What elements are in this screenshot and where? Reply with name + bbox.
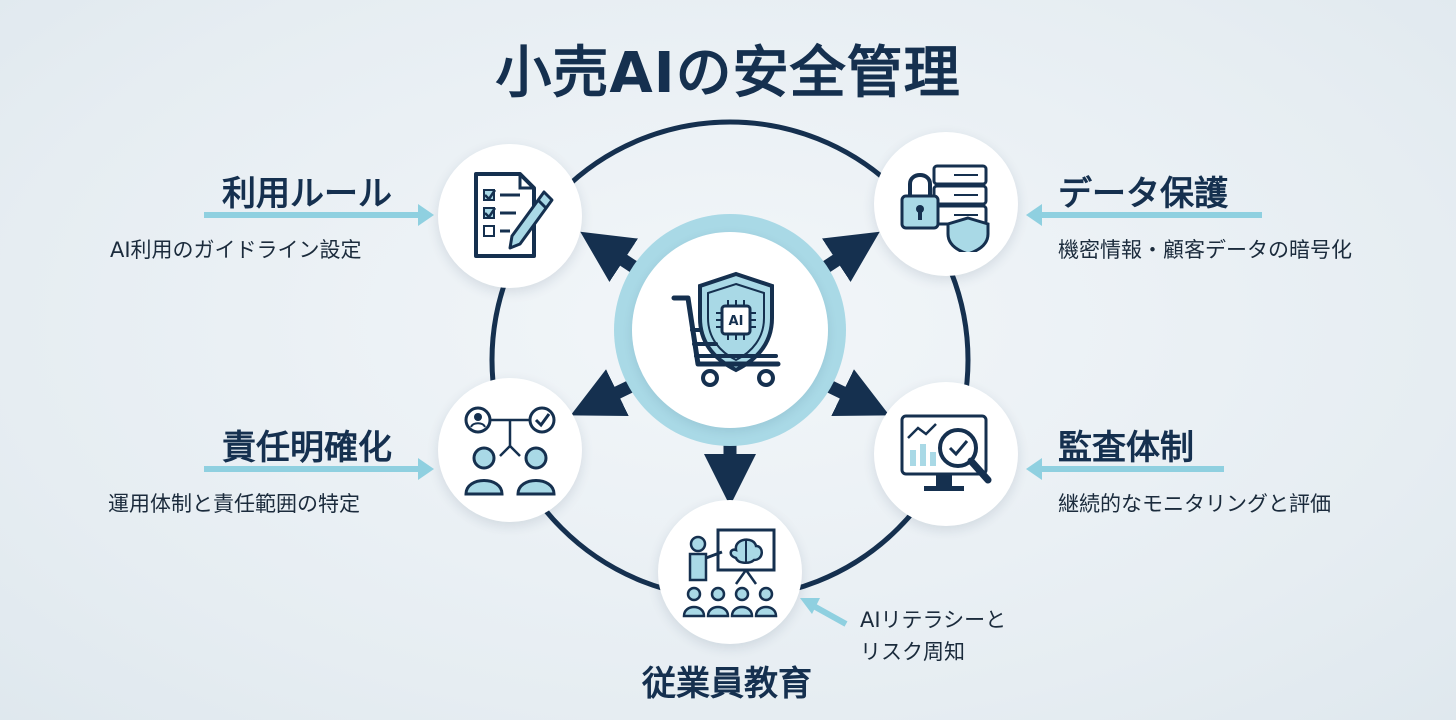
lock-database-shield-icon: [900, 164, 990, 252]
desc-data-protection: 機密情報・顧客データの暗号化: [1058, 238, 1352, 262]
presentation-brain-icon: [682, 528, 778, 618]
shopping-cart-shield-icon: AI: [671, 271, 781, 387]
desc-education-line1: AIリテラシーと: [860, 608, 1007, 632]
node-audit: [874, 382, 1018, 526]
node-education: [658, 500, 802, 644]
monitor-magnifier-icon: [900, 414, 992, 491]
desc-usage-rules: AI利用のガイドライン設定: [110, 238, 362, 262]
label-audit: 監査体制: [1058, 428, 1194, 468]
node-data-protection: [874, 132, 1018, 276]
desc-audit: 継続的なモニタリングと評価: [1058, 492, 1331, 516]
connector-usage-rules: [204, 204, 434, 226]
desc-education-line2: リスク周知: [860, 640, 965, 664]
connector-data-protection: [1026, 204, 1262, 226]
label-usage-rules: 利用ルール: [222, 174, 392, 214]
desc-responsibility: 運用体制と責任範囲の特定: [108, 492, 360, 516]
node-responsibility: [438, 378, 582, 522]
org-chart-people-icon: [464, 406, 556, 496]
label-data-protection: データ保護: [1058, 174, 1228, 214]
chip-label: AI: [729, 314, 744, 329]
center-hub: AI: [632, 232, 828, 428]
connector-responsibility: [204, 458, 434, 480]
connector-audit: [1026, 458, 1224, 480]
label-education: 従業員教育: [642, 664, 812, 704]
label-responsibility: 責任明確化: [222, 428, 392, 468]
node-usage-rules: [438, 144, 582, 288]
checklist-pen-icon: [474, 172, 554, 258]
page-title: 小売AIの安全管理: [495, 41, 961, 106]
